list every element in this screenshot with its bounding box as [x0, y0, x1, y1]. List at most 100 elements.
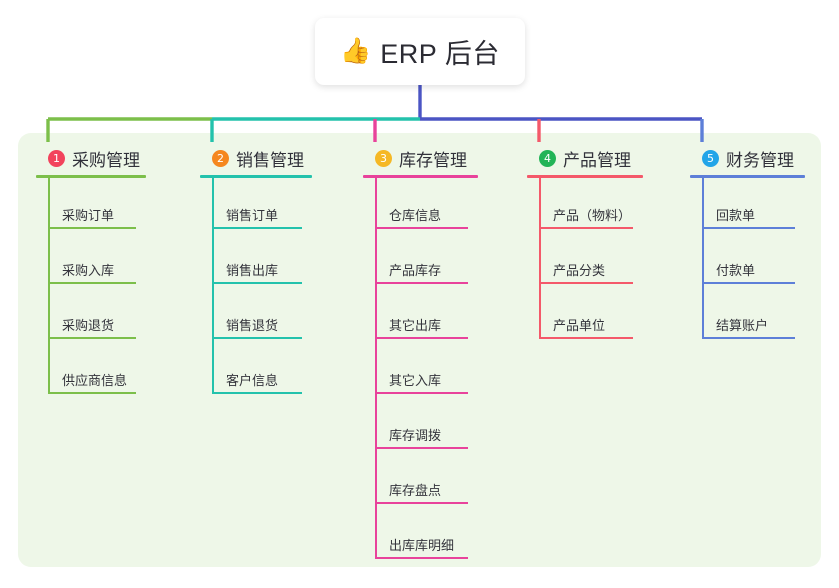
branch-item[interactable]: 回款单: [690, 178, 805, 233]
branch-item-rule: [212, 337, 302, 339]
branch-header-rule: [36, 175, 146, 178]
branch-item-rule: [702, 227, 795, 229]
branch-item[interactable]: 结算账户: [690, 288, 805, 343]
branch-item[interactable]: 库存调拨: [363, 398, 478, 453]
branch-column-5: 5 财务管理回款单付款单结算账户: [690, 146, 805, 343]
branch-item-rule: [375, 502, 468, 504]
branch-column-3: 3 库存管理仓库信息产品库存其它出库其它入库库存调拨库存盘点出库库明细: [363, 146, 478, 563]
branch-item-label: 仓库信息: [389, 208, 442, 223]
branch-header-rule: [527, 175, 643, 178]
branch-item[interactable]: 采购入库: [36, 233, 146, 288]
branch-item-rule: [212, 227, 302, 229]
branch-spine: [375, 178, 377, 559]
branch-item-label: 出库库明细: [389, 538, 455, 553]
branch-item[interactable]: 付款单: [690, 233, 805, 288]
branch-item[interactable]: 库存盘点: [363, 453, 478, 508]
branch-item-rule: [48, 227, 136, 229]
branch-item-label: 采购入库: [62, 263, 115, 278]
branch-item-label: 结算账户: [716, 318, 769, 333]
branch-title: 财务管理: [726, 150, 794, 170]
branch-header-rule: [690, 175, 805, 178]
branches-panel: [18, 133, 821, 567]
branch-item-list: 采购订单采购入库采购退货供应商信息: [36, 178, 146, 398]
branch-item-label: 销售退货: [226, 318, 279, 333]
branch-item-label: 采购退货: [62, 318, 115, 333]
branch-item[interactable]: 其它出库: [363, 288, 478, 343]
branch-item-rule: [48, 392, 136, 394]
branch-header-rule: [200, 175, 312, 178]
branch-header-rule: [363, 175, 478, 178]
branch-item-rule: [212, 282, 302, 284]
branch-item-rule: [702, 337, 795, 339]
branch-header-4[interactable]: 4 产品管理: [527, 146, 643, 170]
branch-item[interactable]: 采购退货: [36, 288, 146, 343]
branch-item[interactable]: 产品（物料）: [527, 178, 643, 233]
branch-item-label: 库存调拨: [389, 428, 442, 443]
branch-item-label: 客户信息: [226, 373, 279, 388]
branch-header-5[interactable]: 5 财务管理: [690, 146, 805, 170]
branch-item-rule: [539, 227, 633, 229]
branch-number-badge: 2: [212, 149, 229, 167]
branch-item-label: 产品单位: [553, 318, 606, 333]
root-title: ERP 后台: [380, 39, 500, 69]
branch-spine: [212, 178, 214, 394]
branch-item[interactable]: 产品库存: [363, 233, 478, 288]
thumbs-up-icon: 👍: [340, 37, 372, 65]
branch-item-rule: [48, 337, 136, 339]
branch-item[interactable]: 客户信息: [200, 343, 312, 398]
branch-item-label: 销售出库: [226, 263, 279, 278]
branch-column-4: 4 产品管理产品（物料） 产品分类产品单位: [527, 146, 643, 343]
branch-item-list: 回款单付款单结算账户: [690, 178, 805, 343]
branch-item-rule: [212, 392, 302, 394]
branch-header-2[interactable]: 2 销售管理: [200, 146, 312, 170]
branch-item-label: 回款单: [716, 208, 756, 223]
branch-item[interactable]: 销售退货: [200, 288, 312, 343]
branch-item-label: 付款单: [716, 263, 756, 278]
branch-item-rule: [539, 282, 633, 284]
branch-item[interactable]: 销售出库: [200, 233, 312, 288]
branch-spine: [48, 178, 50, 394]
branch-item-rule: [375, 337, 468, 339]
branch-item[interactable]: 仓库信息: [363, 178, 478, 233]
branch-item-list: 仓库信息产品库存其它出库其它入库库存调拨库存盘点出库库明细: [363, 178, 478, 563]
branch-title: 销售管理: [236, 150, 304, 170]
branch-title: 库存管理: [399, 150, 467, 170]
branch-item-label: 采购订单: [62, 208, 115, 223]
branch-title: 产品管理: [563, 150, 631, 170]
branch-number-badge: 5: [702, 149, 719, 167]
branch-item-rule: [539, 337, 633, 339]
branch-item[interactable]: 出库库明细: [363, 508, 478, 563]
branch-item-rule: [48, 282, 136, 284]
root-node[interactable]: 👍 ERP 后台: [315, 18, 525, 85]
root-node-content: 👍 ERP 后台: [340, 32, 500, 71]
branch-item-label: 产品库存: [389, 263, 442, 278]
branch-item[interactable]: 供应商信息: [36, 343, 146, 398]
branch-number-badge: 1: [48, 149, 65, 167]
branch-item-label: 其它出库: [389, 318, 442, 333]
branch-item-label: 库存盘点: [389, 483, 442, 498]
branch-number-badge: 4: [539, 149, 556, 167]
branch-item[interactable]: 销售订单: [200, 178, 312, 233]
branch-item[interactable]: 其它入库: [363, 343, 478, 398]
branch-item-label: 供应商信息: [62, 373, 128, 388]
branch-number-badge: 3: [375, 149, 392, 167]
branch-item-list: 产品（物料） 产品分类产品单位: [527, 178, 643, 343]
branch-item-label: 其它入库: [389, 373, 442, 388]
branch-item-rule: [375, 447, 468, 449]
branch-item[interactable]: 产品单位: [527, 288, 643, 343]
branch-item-rule: [375, 227, 468, 229]
branch-spine: [539, 178, 541, 339]
branch-header-3[interactable]: 3 库存管理: [363, 146, 478, 170]
branch-item[interactable]: 产品分类: [527, 233, 643, 288]
branch-item-label: 产品分类: [553, 263, 606, 278]
branch-item-label: 销售订单: [226, 208, 279, 223]
branch-item-rule: [702, 282, 795, 284]
branch-item-list: 销售订单销售出库销售退货客户信息: [200, 178, 312, 398]
branch-spine: [702, 178, 704, 339]
branch-item-label: 产品（物料）: [553, 208, 632, 223]
branch-item[interactable]: 采购订单: [36, 178, 146, 233]
